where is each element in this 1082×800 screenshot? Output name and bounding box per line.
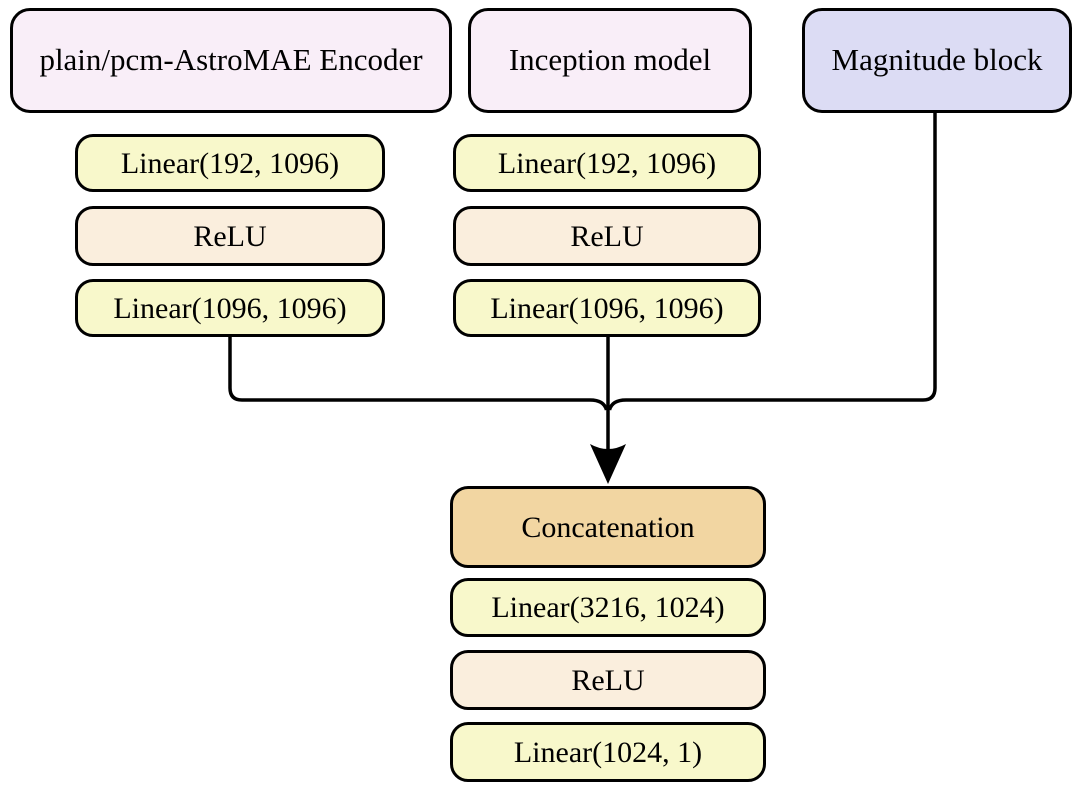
inception-linear-1-block: Linear(192, 1096) [453,134,761,192]
head-linear-1-block: Linear(3216, 1024) [450,578,766,637]
head-relu-block: ReLU [450,650,766,710]
plain-pcm-astromae-encoder-block: plain/pcm-AstroMAE Encoder [10,8,452,113]
head-linear-2-block: Linear(1024, 1) [450,722,766,782]
inception-relu-block: ReLU [453,206,761,266]
concatenation-block: Concatenation [450,486,766,568]
encoder-branch-connector [228,337,609,411]
encoder-relu-block: ReLU [75,206,385,266]
inception-model-block: Inception model [468,8,752,113]
merge-arrowhead-icon [590,444,626,484]
encoder-linear-1-block: Linear(192, 1096) [75,134,385,192]
magnitude-block: Magnitude block [802,8,1072,113]
encoder-linear-2-block: Linear(1096, 1096) [75,279,385,337]
inception-linear-2-block: Linear(1096, 1096) [453,279,761,337]
